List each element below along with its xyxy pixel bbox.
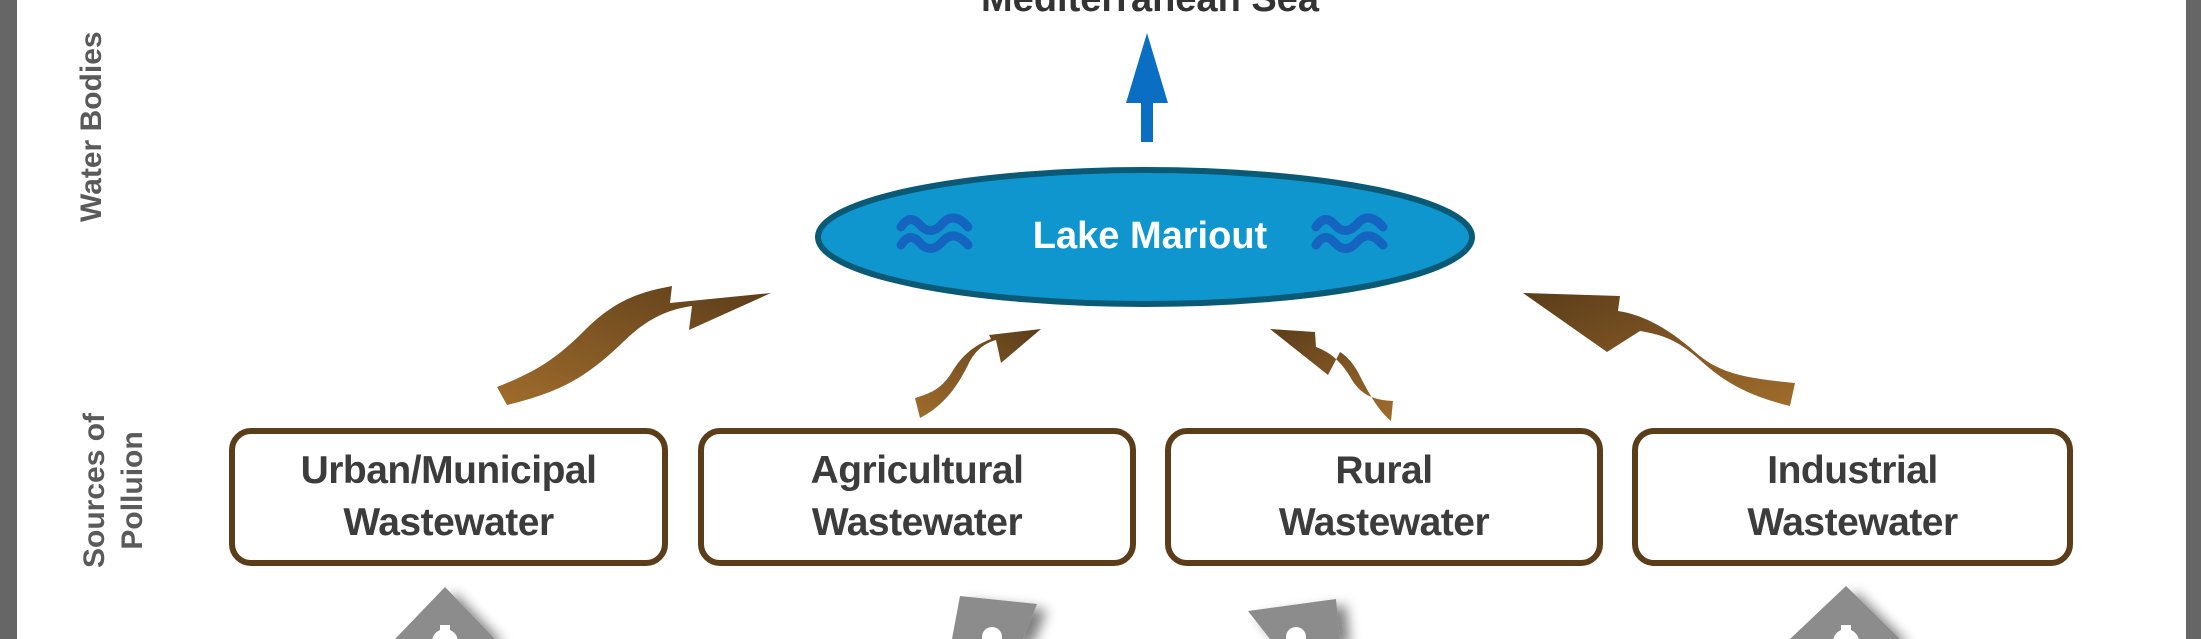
source-box-industrial: Industrial Wastewater xyxy=(1632,428,2073,566)
source-label-line2: Wastewater xyxy=(1278,501,1490,544)
lake-mariout-ellipse xyxy=(815,167,1475,307)
source-input-arrow-industrial xyxy=(1790,586,1900,639)
source-label-line1: Industrial xyxy=(1767,449,1938,492)
source-label-line2: Wastewater xyxy=(1747,501,1958,544)
source-label-line1: Urban/Municipal xyxy=(300,449,597,492)
gear-icon xyxy=(432,629,458,639)
flow-arrow-industrial xyxy=(1523,293,1795,406)
frame-right-border xyxy=(2186,0,2201,639)
source-label-line2: Wastewater xyxy=(811,501,1023,544)
source-box-agricultural: Agricultural Wastewater xyxy=(698,428,1136,566)
source-label-line2: Wastewater xyxy=(343,501,554,544)
lake-mariout-label: Lake Mariout xyxy=(1032,215,1268,257)
sea-outflow-arrow xyxy=(1126,33,1168,142)
source-label-line1: Agricultural xyxy=(810,449,1024,492)
house-icon xyxy=(1286,627,1306,639)
gear-icon xyxy=(1833,629,1859,639)
source-box-urban-municipal: Urban/Municipal Wastewater xyxy=(229,428,668,566)
source-label-line1: Rural xyxy=(1335,449,1433,492)
frame-left-border xyxy=(0,0,17,639)
water-waves-icon xyxy=(1311,213,1388,253)
water-waves-icon xyxy=(896,213,973,253)
flow-arrow-agricultural xyxy=(915,329,1041,418)
source-input-arrow-rural xyxy=(1248,599,1340,639)
flow-arrow-urban xyxy=(497,286,771,405)
mediterranean-sea-label: Mediterranean Sea xyxy=(900,0,1400,21)
source-input-arrow-urban xyxy=(395,587,495,639)
source-box-rural: Rural Wastewater xyxy=(1165,428,1603,566)
flow-arrow-rural xyxy=(1270,329,1393,421)
tractor-icon xyxy=(982,627,1002,639)
source-input-arrow-agricultural xyxy=(952,596,1037,639)
